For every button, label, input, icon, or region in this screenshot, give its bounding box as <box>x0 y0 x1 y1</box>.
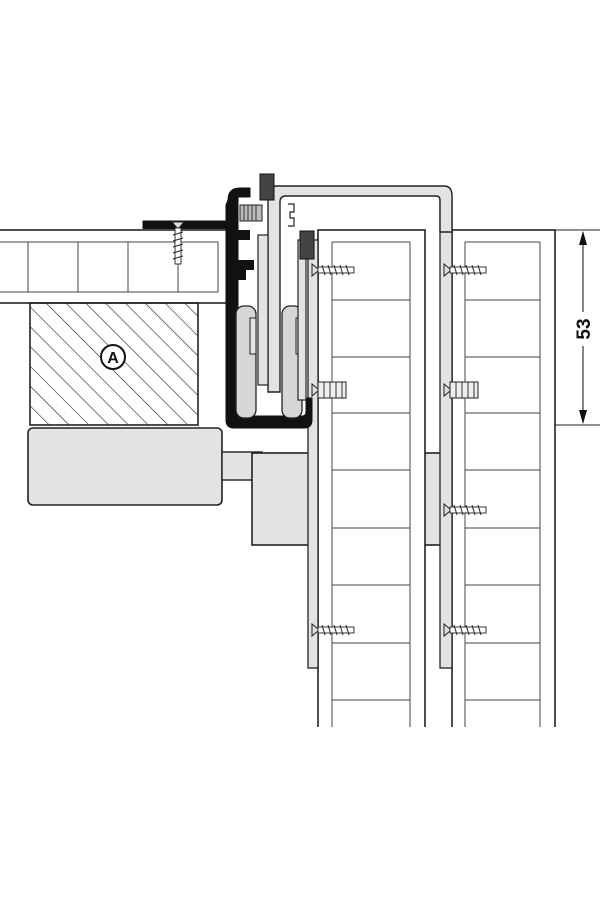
damper-housing <box>27 427 223 506</box>
dimension-label: 53 <box>574 318 595 339</box>
front-door-rail <box>307 239 319 669</box>
adjust-screw-side <box>239 204 263 222</box>
part-label-a: A <box>107 350 119 367</box>
adjust-screw-door <box>299 230 315 260</box>
hanger-stem <box>257 234 269 386</box>
door-panel-rear <box>451 229 556 731</box>
ceiling-panel <box>0 220 238 304</box>
track-profile <box>225 187 313 429</box>
door-panel-front <box>317 229 426 731</box>
dimension-53 <box>555 229 600 426</box>
part-label-circle <box>100 344 126 370</box>
adjust-screw-top <box>259 173 275 201</box>
